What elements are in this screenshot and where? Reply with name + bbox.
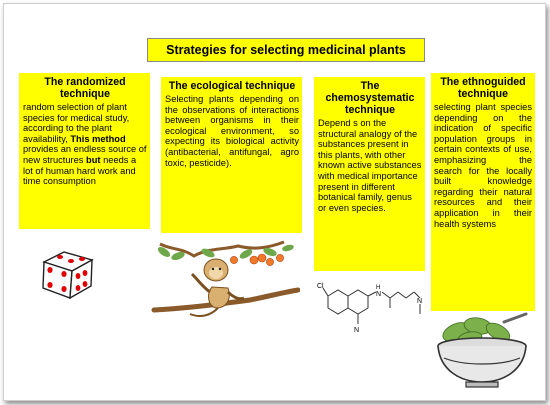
monkey-on-branch-icon	[151, 240, 300, 317]
randomized-technique-box: The randomized technique random selectio…	[19, 73, 150, 229]
atom-n3-label: N	[417, 298, 422, 305]
randomized-bold-2: but	[86, 154, 101, 165]
ecological-technique-box: The ecological technique Selecting plant…	[161, 77, 302, 233]
atom-n2-label: N	[376, 291, 381, 298]
ethnoguided-heading: The ethnoguided technique	[440, 76, 526, 100]
randomized-text-1: random selection of plant species for me…	[23, 102, 130, 144]
randomized-text-3: needs a lot of human hard work and time …	[23, 154, 137, 187]
ethnoguided-technique-box: The ethnoguided technique selecting plan…	[431, 73, 535, 311]
chemosystematic-heading: The chemosystematic technique	[325, 80, 415, 116]
chemical-structure-icon: Cl N H N N	[317, 283, 422, 334]
figure-title: Strategies for selecting medicinal plant…	[147, 38, 425, 62]
atom-n1-label: N	[354, 327, 359, 334]
randomized-description: random selection of plant species for me…	[23, 102, 147, 187]
atom-h-label: H	[376, 285, 380, 291]
chemosystematic-description: Depend s on the structural analogy of th…	[318, 118, 422, 213]
ethnoguided-description: selecting plant species depending on the…	[434, 102, 532, 229]
atom-cl-label: Cl	[317, 283, 324, 290]
chemosystematic-technique-box: The chemosystematic technique Depend s o…	[314, 77, 425, 271]
randomized-heading: The randomized technique	[44, 76, 126, 100]
dice-icon	[42, 251, 94, 300]
ecological-description: Selecting plants depending on the observ…	[165, 94, 299, 168]
randomized-text-2: provides an endless source of new struct…	[23, 144, 147, 165]
mortar-and-herbs-icon	[437, 312, 528, 388]
randomized-bold-1: This method	[70, 133, 126, 144]
ecological-heading: The ecological technique	[168, 80, 296, 92]
